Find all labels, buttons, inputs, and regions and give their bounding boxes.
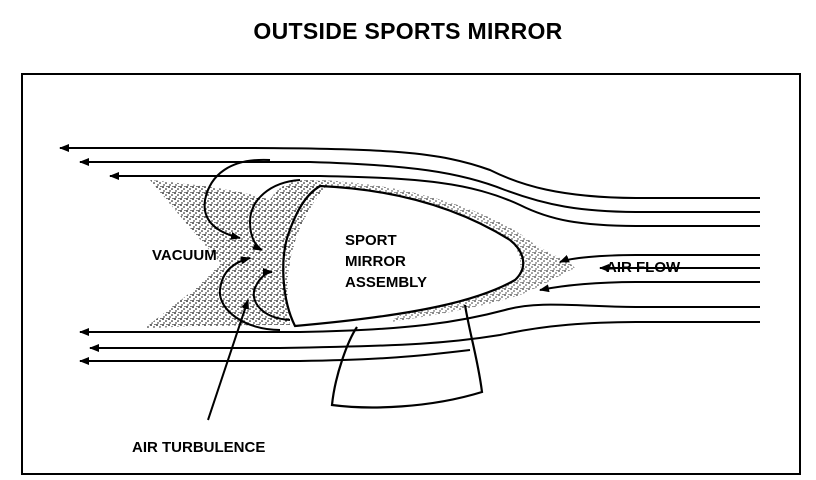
mirror-base [330, 304, 484, 409]
turbulence-swirl [252, 268, 291, 321]
diagram-title: OUTSIDE SPORTS MIRROR [253, 18, 563, 44]
diagram-frame [21, 73, 801, 475]
assembly-label-line2: MIRROR [345, 253, 406, 270]
airflow-streamline [79, 158, 760, 213]
vacuum-label: VACUUM [152, 247, 217, 264]
turbulence-swirl [203, 158, 271, 240]
airflow-streamline [109, 172, 760, 227]
airflow-streamline [559, 254, 760, 263]
air-turbulence-label: AIR TURBULENCE [132, 439, 265, 456]
turbulence-swirl [218, 256, 281, 331]
airflow-streamline [539, 281, 760, 293]
air-flow-label: AIR FLOW [606, 259, 681, 276]
turbulence-pointer [207, 299, 249, 421]
turbulence-swirl [248, 179, 301, 251]
mirror-assembly [282, 184, 525, 328]
assembly-label-line3: ASSEMBLY [345, 274, 427, 291]
boundary-layer [320, 180, 575, 322]
airflow-streamline [79, 303, 760, 336]
airflow-streamline [89, 321, 760, 352]
assembly-label-line1: SPORT [345, 232, 397, 249]
airflow-streamline [79, 349, 471, 365]
airflow-streamline [59, 144, 760, 199]
